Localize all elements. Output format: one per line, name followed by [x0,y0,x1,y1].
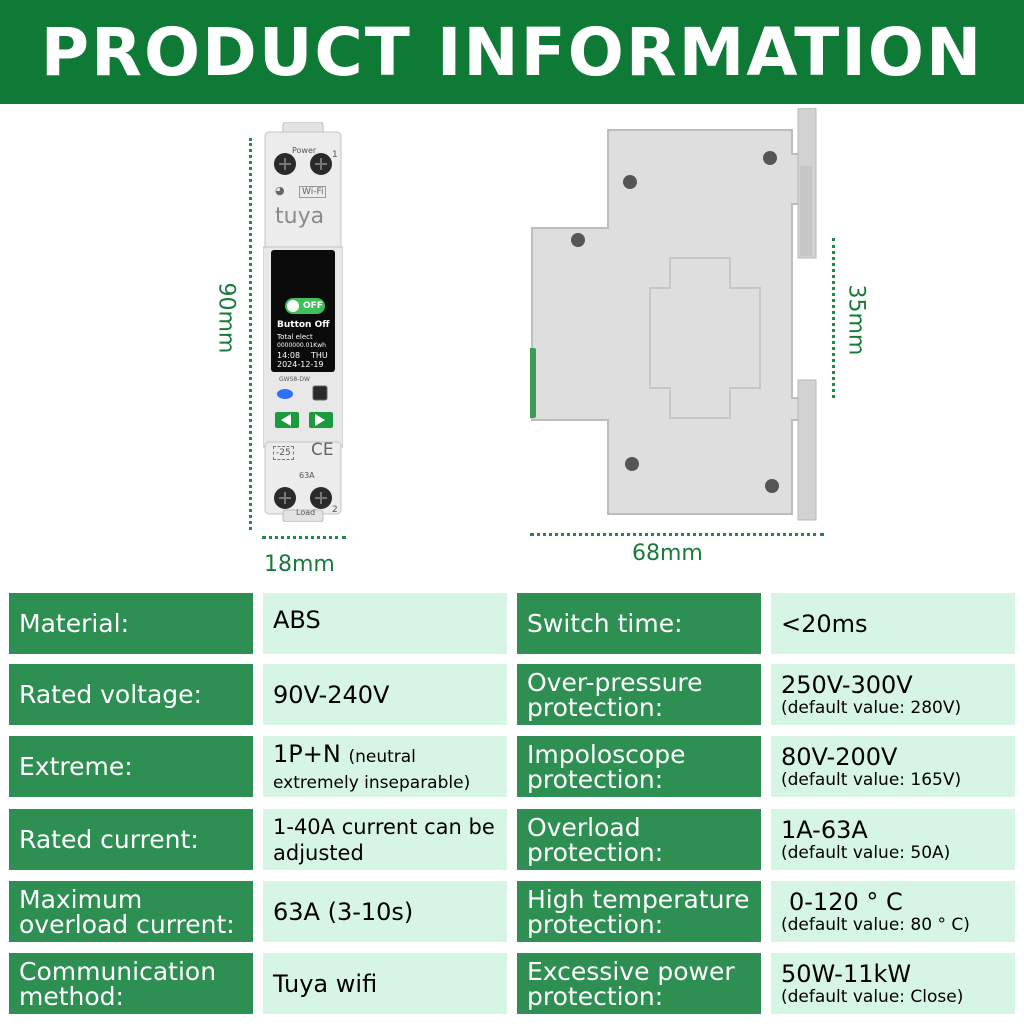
screen-status: Button Off [277,320,330,330]
spec-label-communication: Communication method: [9,953,253,1014]
device-front-illustration [262,121,344,523]
spec-value-extreme: 1P+N (neutral extremely inseparable) [263,736,507,797]
spec-value-overload: 1A-63A(default value: 50A) [771,809,1015,870]
wifi-badge: Wi-Fi [299,186,327,198]
model-label: GWS8-DW [279,376,310,383]
spec-value-note: (neutral extremely inseparable) [273,746,471,793]
spec-value-excessive-power: 50W-11kW(default value: Close) [771,953,1015,1014]
screen-time: 14:08 [277,351,301,360]
power-label: Power [292,146,317,155]
screen-date: 2024-12-19 [277,360,324,369]
depth-dimension-line [832,238,835,398]
brand-logo: tuya [275,204,325,229]
height-dimension-line [249,138,252,530]
header-banner: PRODUCT INFORMATION [0,0,1024,104]
terminal-1-label: 1 [332,150,338,160]
spec-label-text: Switch time: [527,609,683,638]
device-side-view [528,107,830,528]
spec-label-text: Impoloscope protection: [527,739,686,794]
spec-value-note: (default value: 165V) [781,769,962,790]
spec-label-text: Rated current: [19,825,199,854]
screen-energy: 0000000.01Kwh [277,342,326,349]
screen-toggle: OFF [303,301,323,311]
length-dimension-line [530,533,824,536]
width-dimension-line [262,536,346,539]
spec-label-extreme: Extreme: [9,736,253,797]
spec-label-rated-current: Rated current: [9,809,253,870]
spec-value-rated-voltage: 90V-240V [263,664,507,725]
spec-value-text: <20ms [781,609,868,638]
spec-label-text: Rated voltage: [19,680,202,709]
spec-value-rated-current: 1-40A current can be adjusted [263,809,507,870]
spec-value-text: 63A (3-10s) [273,897,414,926]
spec-value-line: 1P+N (neutral extremely inseparable) [273,741,507,793]
spec-value-text: 1A-63A [781,815,868,844]
spec-label-text: High temperature protection: [527,884,750,939]
spec-value-text: 0-120 ° C [789,887,903,916]
spec-label-high-temperature: High temperature protection: [517,881,761,942]
screen-day: THU [311,351,328,360]
spec-value-text: 50W-11kW [781,959,912,988]
spec-label-text: Material: [19,609,129,638]
spec-value-text: 90V-240V [273,680,390,709]
spec-value-high-temperature: 0-120 ° C(default value: 80 ° C) [771,881,1015,942]
spec-label-text: Maximum overload current: [19,884,235,939]
spec-label-material: Material: [9,593,253,654]
spec-value-note: (default value: 80 ° C) [781,914,970,935]
spec-label-rated-voltage: Rated voltage: [9,664,253,725]
height-dimension-label: 90mm [213,282,239,354]
page-title: PRODUCT INFORMATION [40,13,984,91]
spec-value-communication: Tuya wifi [263,953,507,1014]
spec-label-text: Over-pressure protection: [527,667,703,722]
spec-value-max-overload: 63A (3-10s) [263,881,507,942]
spec-label-text: Overload protection: [527,812,664,867]
ce-mark: CE [311,440,334,460]
spec-value-impoloscope: 80V-200V(default value: 165V) [771,736,1015,797]
temp-mark: -25 [273,446,294,460]
width-dimension-label: 18mm [264,552,335,577]
spec-label-impoloscope: Impoloscope protection: [517,736,761,797]
spec-value-note: (default value: 50A) [781,842,951,863]
device-side-illustration [528,107,817,521]
device-front-view: Power 1 ◕ Wi-Fi tuya OFF Button Off Tota… [262,121,344,523]
spec-value-text: Tuya wifi [273,969,378,998]
terminal-2-label: 2 [332,505,338,515]
spec-value-switch-time: <20ms [771,593,1015,654]
length-dimension-label: 68mm [632,541,703,566]
spec-value-note: (default value: Close) [781,986,964,1007]
spec-label-excessive-power: Excessive power protection: [517,953,761,1014]
spec-label-text: Excessive power protection: [527,956,735,1011]
spec-label-over-pressure: Over-pressure protection: [517,664,761,725]
spec-value-text: 250V-300V [781,670,913,699]
spec-label-text: Communication method: [19,956,217,1011]
spec-label-switch-time: Switch time: [517,593,761,654]
wifi-icon: ◕ [275,184,285,197]
spec-label-max-overload: Maximum overload current: [9,881,253,942]
spec-value-text: 1P+N [273,739,341,768]
spec-label-text: Extreme: [19,752,133,781]
load-label: Load [296,508,316,517]
spec-value-note: (default value: 280V) [781,697,962,718]
depth-dimension-label: 35mm [843,284,869,356]
spec-value-text: ABS [273,606,321,634]
spec-label-overload: Overload protection: [517,809,761,870]
spec-value-over-pressure: 250V-300V(default value: 280V) [771,664,1015,725]
spec-value-text: 80V-200V [781,742,898,771]
rating-label: 63A [299,471,315,480]
spec-value-material: ABS [263,593,507,654]
spec-value-text: 1-40A current can be adjusted [273,814,495,865]
screen-total-label: Total elect [277,333,313,341]
